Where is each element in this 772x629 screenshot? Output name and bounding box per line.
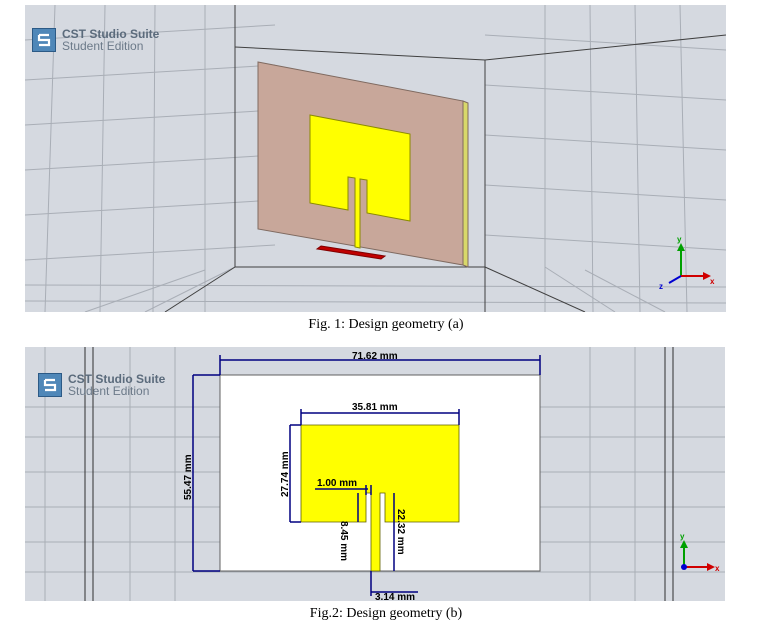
dim-feed-length: 22.32 mm [395, 509, 406, 555]
figure-a-viewport: y x z CST Studio Suite Student Edition [25, 5, 726, 312]
axis-triad-b: y x [680, 532, 720, 573]
substrate-edge [462, 100, 469, 268]
dim-substrate-height: 55.47 mm [183, 454, 194, 500]
axis-z-label: z [659, 282, 663, 291]
axis-lines [84, 347, 674, 601]
logo-title: CST Studio Suite [62, 27, 160, 41]
patch-and-feed [300, 424, 460, 572]
port-3d [315, 245, 387, 260]
bounding-box [164, 5, 726, 312]
axis-y-label-b: y [680, 532, 685, 541]
logo-title: CST Studio Suite [68, 372, 166, 386]
dim-feed-width: 3.14 mm [375, 592, 415, 601]
figure-a-caption: Fig. 1: Design geometry (a) [308, 317, 464, 332]
figure-b-caption: Fig.2: Design geometry (b) [309, 606, 463, 621]
patch-3d [309, 114, 411, 249]
dim-inset-depth: 8.45 mm [338, 521, 349, 561]
figure-a-canvas: y x z [25, 5, 726, 312]
background-grid [25, 5, 726, 312]
dim-patch-width: 35.81 mm [352, 402, 398, 413]
dim-substrate-width: 71.62 mm [352, 351, 398, 362]
logo-subtitle: Student Edition [62, 39, 144, 53]
axis-x-label: x [710, 277, 715, 286]
dimension-lines [192, 355, 541, 596]
logo-subtitle: Student Edition [68, 384, 150, 398]
dim-patch-height: 27.74 mm [280, 451, 291, 497]
axis-y-label: y [677, 235, 682, 244]
axis-x-label-b: x [715, 564, 720, 573]
axis-triad-a: y x z [659, 235, 715, 291]
cst-logo-icon [38, 373, 62, 397]
dim-gap: 1.00 mm [317, 478, 357, 489]
cst-logo-b: CST Studio Suite Student Edition [38, 373, 165, 397]
figure-b-canvas: 71.62 mm 35.81 mm 1.00 mm 3.14 mm 55.47 … [25, 347, 725, 601]
cst-logo-icon [32, 28, 56, 52]
figure-b-viewport: 71.62 mm 35.81 mm 1.00 mm 3.14 mm 55.47 … [25, 347, 725, 601]
cst-logo: CST Studio Suite Student Edition [32, 28, 159, 52]
